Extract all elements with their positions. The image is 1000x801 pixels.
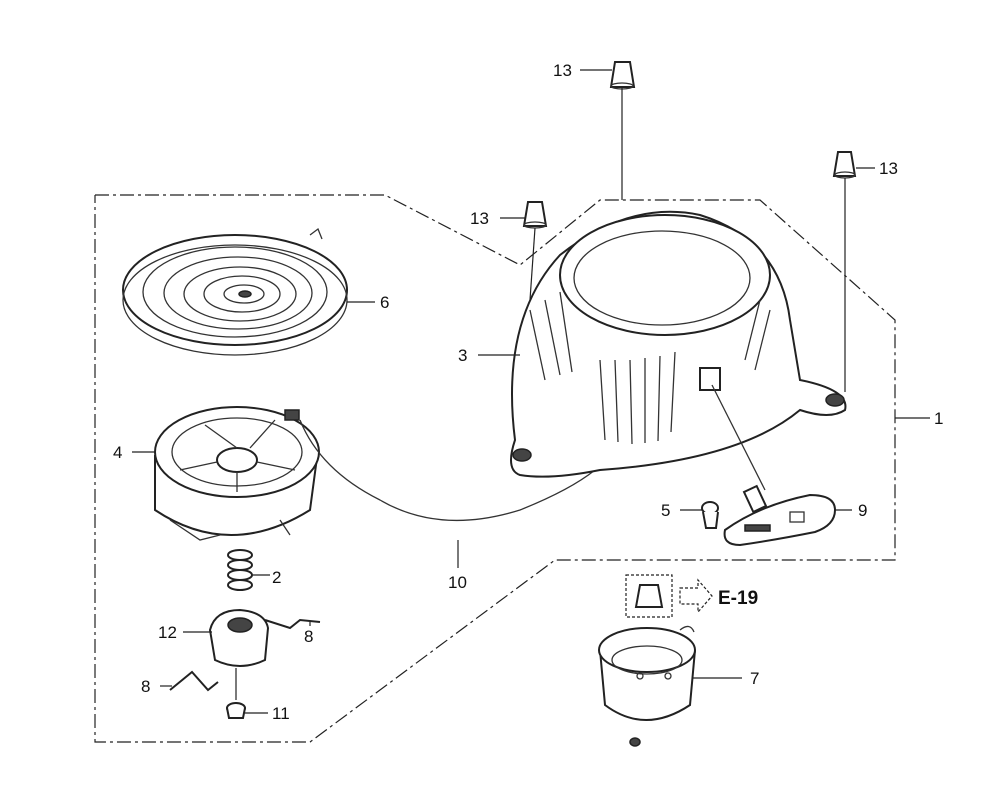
starter-reel-part <box>154 406 320 541</box>
callout-13: 13 <box>553 61 572 80</box>
callout-1: 1 <box>934 409 943 428</box>
callout-7: 7 <box>750 669 759 688</box>
pawl-spring-part <box>264 618 321 630</box>
callout-2: 2 <box>272 568 281 587</box>
starter-rope-part <box>299 374 706 522</box>
callout-5: 5 <box>661 501 670 520</box>
bolt-part <box>701 501 719 529</box>
pawl-spring-part-2 <box>169 670 219 692</box>
leader-lines <box>132 69 930 714</box>
callout-13: 13 <box>879 159 898 178</box>
starter-case-part <box>510 210 847 478</box>
callout-12: 12 <box>158 623 177 642</box>
callout-3: 3 <box>458 346 467 365</box>
callout-10: 10 <box>448 573 467 592</box>
reference-e19: E-19 <box>625 574 758 618</box>
nut-part-1 <box>609 61 636 90</box>
recoil-spring-part <box>122 227 348 356</box>
ratchet-part <box>208 608 270 667</box>
callout-6: 6 <box>380 293 389 312</box>
screw-part <box>226 668 246 719</box>
callout-11: 11 <box>272 704 290 723</box>
nut-part-3 <box>522 201 548 229</box>
starter-pulley-part <box>598 625 696 747</box>
callout-8: 8 <box>304 627 313 646</box>
nut-part-2 <box>832 151 857 179</box>
starter-grip-part <box>711 384 837 547</box>
callout-8: 8 <box>141 677 150 696</box>
callout-9: 9 <box>858 501 867 520</box>
callout-4: 4 <box>113 443 122 462</box>
assembly-boundary <box>94 194 896 743</box>
friction-spring-part <box>227 549 253 591</box>
callout-13: 13 <box>470 209 489 228</box>
reference-label: E-19 <box>718 588 758 609</box>
